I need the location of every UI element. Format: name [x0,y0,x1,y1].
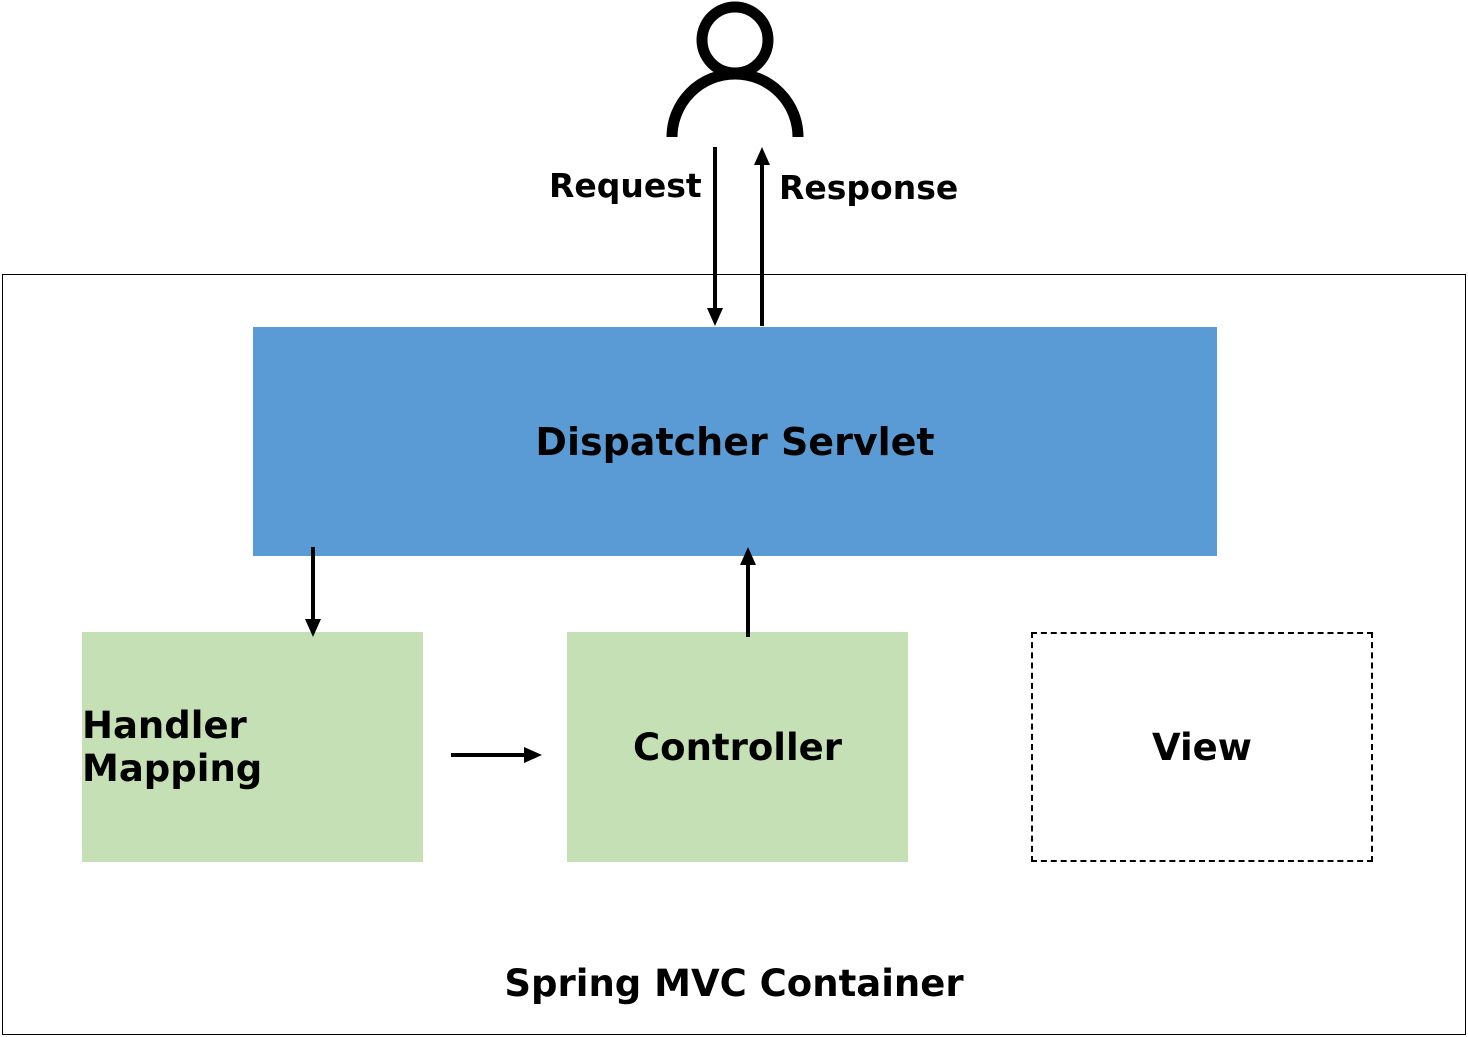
controller-box: Controller [567,632,908,862]
view-box: View [1031,632,1373,862]
spring-mvc-container [2,274,1466,1035]
user-icon [666,1,804,138]
view-label: View [1152,725,1252,769]
request-label: Request [549,166,702,205]
handler-mapping-label: Handler Mapping [82,704,263,790]
dispatcher-servlet-box: Dispatcher Servlet [253,327,1217,556]
dispatcher-servlet-label: Dispatcher Servlet [535,419,935,464]
controller-label: Controller [633,725,842,769]
handler-mapping-box: Handler Mapping [82,632,423,862]
container-label: Spring MVC Container [504,962,964,1005]
response-label: Response [779,168,959,207]
